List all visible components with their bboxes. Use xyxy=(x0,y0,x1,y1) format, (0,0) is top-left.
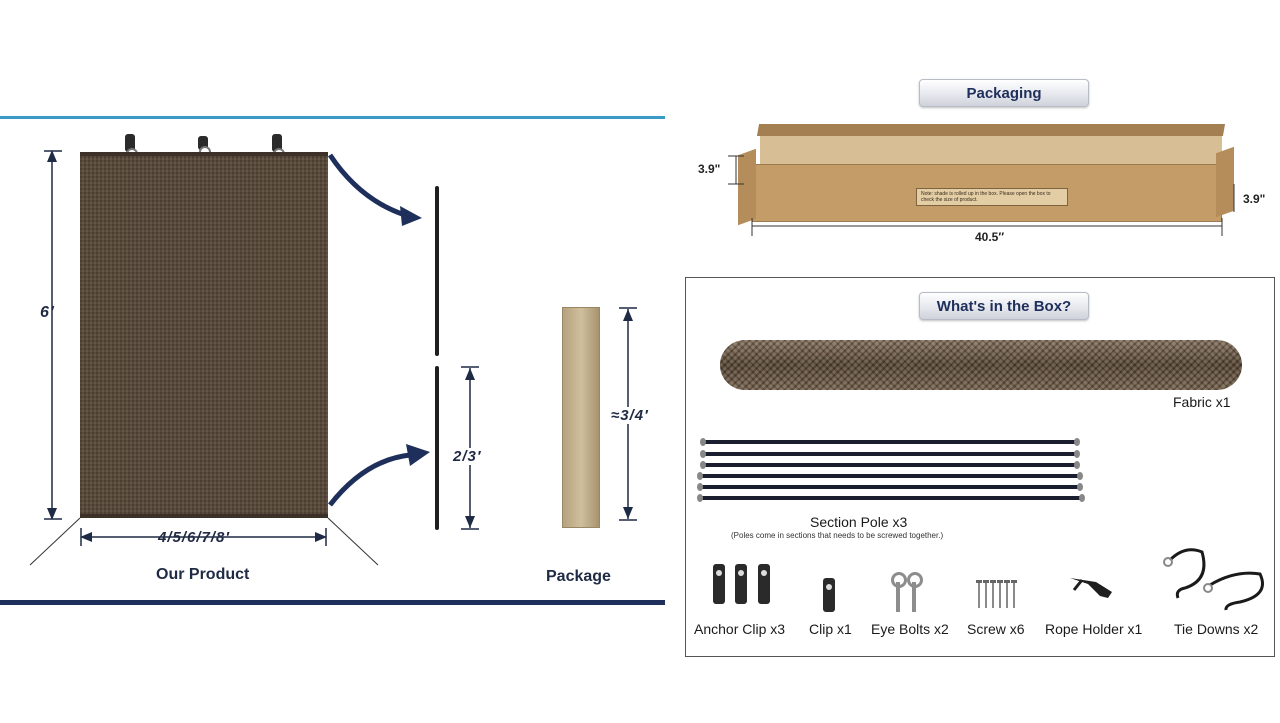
box-depth-left-label: 3.9" xyxy=(698,162,721,176)
section-pole-label: Section Pole x3 xyxy=(810,514,908,530)
screw xyxy=(1004,580,1010,608)
section-pole-rod xyxy=(697,494,1085,502)
clip xyxy=(823,578,835,612)
anchor-clip-label: Anchor Clip x3 xyxy=(694,621,786,637)
box-length-label: 40.5″ xyxy=(972,230,1008,244)
screw xyxy=(976,580,982,608)
anchor-clip xyxy=(758,564,770,604)
package-box xyxy=(562,307,600,528)
pole-section-bottom xyxy=(435,366,439,530)
product-dimension-drawing xyxy=(29,150,637,566)
anchor-clip xyxy=(713,564,725,604)
our-product-caption: Our Product xyxy=(156,566,250,583)
section-pole-note: (Poles come in sections that needs to be… xyxy=(731,531,944,540)
width-label: 4/5/6/7/8′ xyxy=(158,529,230,546)
height-label: 6′ xyxy=(40,304,55,321)
tie-downs-label: Tie Downs x2 xyxy=(1174,621,1259,637)
section-pole-rod xyxy=(697,483,1083,491)
packaging-title-badge: Packaging xyxy=(919,79,1089,107)
contents-title-badge: What's in the Box? xyxy=(919,292,1089,320)
pole-length-label: 2/3′ xyxy=(453,448,482,465)
screw-label: Screw x6 xyxy=(967,621,1025,637)
packaging-dimension-lines xyxy=(728,155,1235,236)
eye-bolt xyxy=(891,572,907,612)
section-pole-rod xyxy=(700,450,1080,458)
eye-bolts-label: Eye Bolts x2 xyxy=(871,621,949,637)
tie-down-cord xyxy=(1168,548,1206,599)
height-arrow-bottom xyxy=(47,508,57,520)
screw xyxy=(990,580,996,608)
shade-fabric-panel xyxy=(80,152,328,518)
fabric-roll xyxy=(720,340,1242,390)
rope-holder-and-tie-downs xyxy=(1070,548,1264,611)
bottom-divider-line xyxy=(0,600,665,605)
pole-section-top xyxy=(435,186,439,356)
box-lid xyxy=(756,124,1226,136)
clip-label: Clip x1 xyxy=(809,621,852,637)
rope-holder xyxy=(1070,578,1112,598)
rope-holder-label: Rope Holder x1 xyxy=(1045,621,1143,637)
section-pole-rod xyxy=(700,461,1080,469)
height-arrow-top xyxy=(47,150,57,162)
package-caption: Package xyxy=(546,568,611,585)
screw xyxy=(997,580,1003,608)
screw xyxy=(1011,580,1017,608)
package-height-label: ≈3/4′ xyxy=(611,407,649,424)
curved-arrow-bottom xyxy=(328,452,411,507)
fabric-label: Fabric x1 xyxy=(1173,394,1231,410)
anchor-clip xyxy=(735,564,747,604)
top-divider-line xyxy=(0,116,665,119)
tie-down-cord xyxy=(1209,571,1264,611)
box-depth-right-label: 3.9" xyxy=(1243,192,1266,206)
eye-bolt xyxy=(907,572,923,612)
screw xyxy=(983,580,989,608)
contents-frame xyxy=(685,277,1275,657)
section-pole-rod xyxy=(700,438,1080,446)
curved-arrow-top xyxy=(327,153,406,218)
box-warning-label: Note: shade is rolled up in the box. Ple… xyxy=(916,188,1068,206)
section-pole-rod xyxy=(697,472,1083,480)
